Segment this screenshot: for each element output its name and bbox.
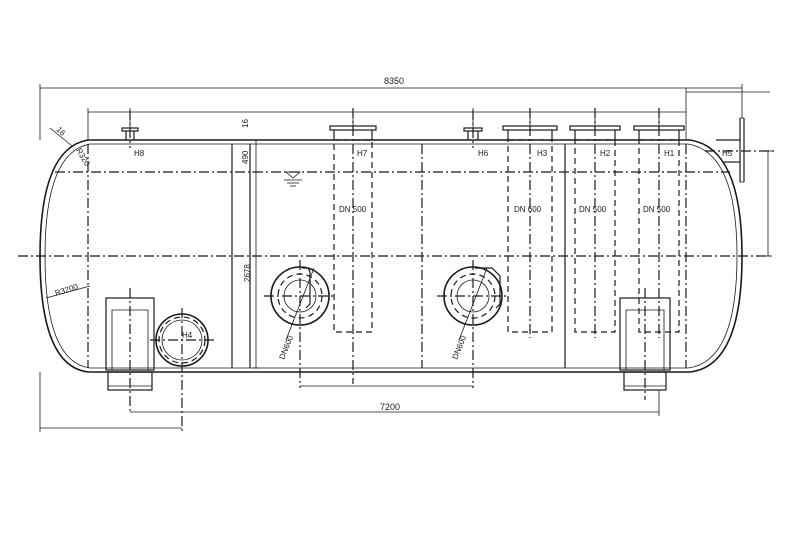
dip-pipe-h1 (633, 108, 685, 338)
pipe-dn-h1: DN 500 (643, 205, 671, 214)
liquid-depth-label: 2678 (243, 264, 252, 282)
dip-pipe-h3 (502, 108, 558, 338)
knuckle-radius-label: R320 (74, 147, 92, 169)
internal-baffles (87, 144, 687, 368)
dip-pipe-h7 (329, 108, 377, 384)
overall-length-label: 8350 (384, 76, 404, 86)
manhole-left (264, 260, 336, 388)
manhole-right (437, 260, 509, 388)
nozzle-label-h3: H3 (537, 149, 548, 158)
manhole-right-dn: DN600 (451, 334, 469, 361)
sump-left (105, 288, 155, 414)
knuckle-thickness-label: 16 (55, 125, 68, 138)
dip-pipe-h2 (569, 108, 621, 338)
crown-radius-label: R3200 (54, 282, 80, 298)
nozzle-label-h5: H5 (722, 149, 733, 158)
nozzle-h5 (705, 117, 775, 183)
sump-right (619, 288, 671, 400)
liquid-level-symbol (284, 171, 302, 187)
pipe-dn-h3: DN 600 (514, 205, 542, 214)
dimension-lines (39, 84, 772, 432)
top-thickness-label: 16 (241, 119, 250, 128)
nozzle-label-h6: H6 (478, 149, 489, 158)
nozzle-label-h8: H8 (134, 149, 145, 158)
pipe-dn-h7: DN 500 (339, 205, 367, 214)
freeboard-label: 490 (241, 150, 250, 164)
nozzle-label-h1: H1 (664, 149, 675, 158)
nozzle-h4-flange (150, 308, 214, 432)
nozzle-label-h2: H2 (600, 149, 611, 158)
manhole-left-dn: DN600 (278, 334, 296, 361)
nozzle-label-h7: H7 (357, 149, 368, 158)
nozzle-label-h4: H4 (182, 331, 193, 340)
vessel-shell (39, 139, 743, 373)
baseline-length-label: 7200 (380, 402, 400, 412)
pipe-dn-h2: DN 500 (579, 205, 607, 214)
